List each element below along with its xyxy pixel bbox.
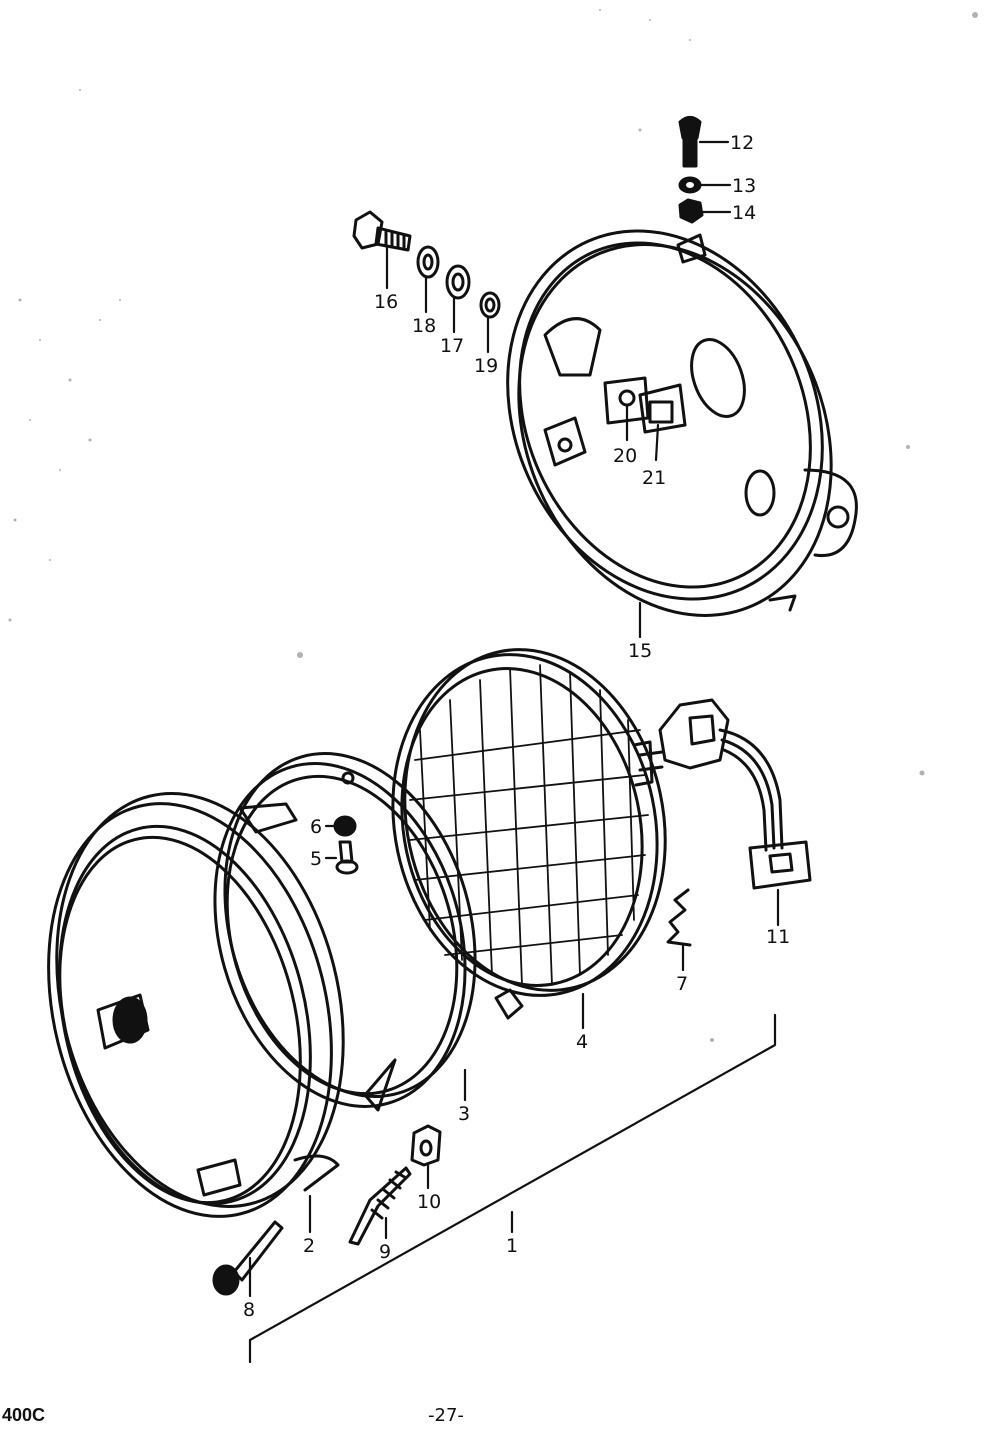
callout-13: 13 <box>732 175 756 197</box>
washer-13 <box>678 176 702 194</box>
nut-19 <box>479 291 501 319</box>
screw-12 <box>678 116 702 168</box>
model-code: 400C <box>2 1405 46 1425</box>
nut-14 <box>678 198 704 224</box>
screw-5 <box>335 840 359 875</box>
socket-wiring <box>658 698 812 890</box>
callout-20: 20 <box>613 445 637 467</box>
callout-16: 16 <box>374 291 398 313</box>
callout-labels: 1 2 3 4 5 6 7 8 9 10 11 12 13 14 15 16 1… <box>243 132 790 1321</box>
spring-clip-7 <box>666 888 692 947</box>
adjust-screw-9 <box>348 1166 412 1246</box>
leader-lines <box>248 140 780 1364</box>
callout-6: 6 <box>310 816 322 838</box>
bolt-16 <box>352 210 412 252</box>
page-number: -27- <box>428 1405 464 1426</box>
callout-5: 5 <box>310 848 322 870</box>
callout-18: 18 <box>412 315 436 337</box>
callout-3: 3 <box>458 1103 470 1125</box>
callout-7: 7 <box>676 973 688 995</box>
washer-18 <box>416 245 440 279</box>
screw-8 <box>212 1220 284 1296</box>
headlamp-rim <box>47 792 345 1218</box>
washer-17 <box>445 264 471 300</box>
nut-10 <box>410 1124 442 1167</box>
callout-2: 2 <box>303 1235 315 1257</box>
callout-12: 12 <box>730 132 754 154</box>
nut-6 <box>333 815 357 837</box>
callout-1: 1 <box>506 1235 518 1257</box>
callout-21: 21 <box>642 467 666 489</box>
callout-15: 15 <box>628 640 652 662</box>
sealed-beam-unit <box>391 648 667 997</box>
callout-10: 10 <box>417 1191 441 1213</box>
callout-4: 4 <box>576 1031 588 1053</box>
callout-8: 8 <box>243 1299 255 1321</box>
callout-9: 9 <box>379 1241 391 1263</box>
mounting-ring <box>213 752 524 1112</box>
callout-14: 14 <box>732 202 756 224</box>
callout-17: 17 <box>440 335 464 357</box>
headlamp-housing <box>506 229 858 617</box>
scan-noise <box>8 9 978 1042</box>
callout-19: 19 <box>474 355 498 377</box>
callout-11: 11 <box>766 926 790 948</box>
